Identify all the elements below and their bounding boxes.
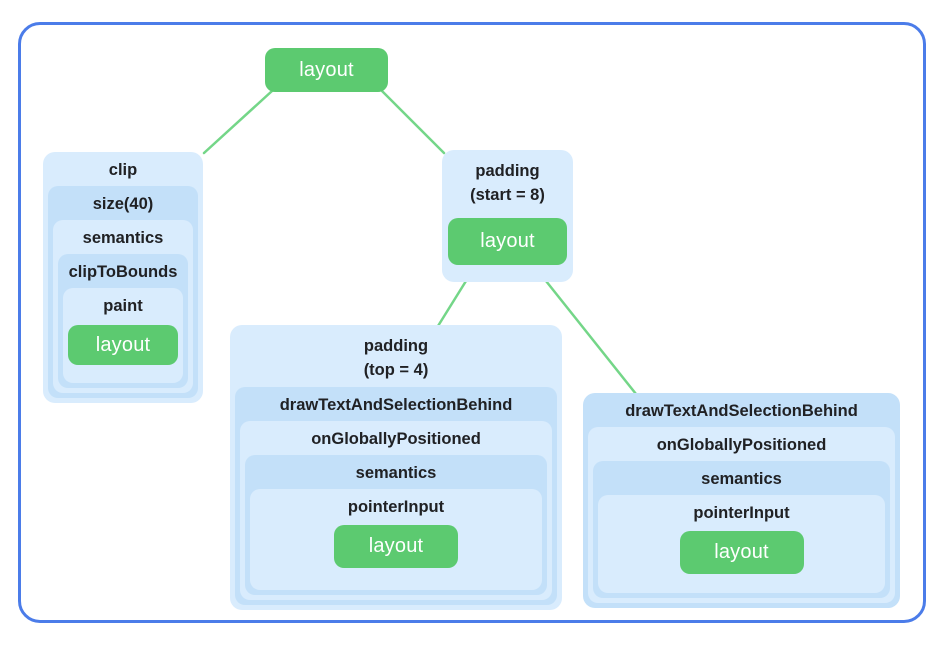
node-label-ongloballypositioned-right: onGloballyPositioned: [656, 436, 827, 454]
node-label-pointerinput-right: pointerInput: [693, 504, 790, 522]
node-label-semantics-right: semantics: [701, 470, 782, 488]
node-label-drawtext-right: drawTextAndSelectionBehind: [625, 402, 858, 420]
node-label-padding-top: padding (top = 4): [230, 325, 562, 387]
node-left-leaf-layout: layout: [334, 525, 458, 568]
node-label-paint: paint: [103, 297, 143, 315]
node-padding-leaf-layout: layout: [448, 218, 567, 265]
node-label-padding-top-line1: padding: [363, 337, 429, 355]
node-drawtext-left: drawTextAndSelectionBehind onGloballyPos…: [235, 387, 557, 605]
node-pointerinput-right: pointerInput layout: [598, 495, 885, 593]
node-label-clip: clip: [108, 161, 138, 179]
node-semantics-clip: semantics clipToBounds paint layout: [53, 220, 193, 393]
node-label-padding-start-line2: (start = 8): [470, 186, 545, 204]
node-label-drawtext-left: drawTextAndSelectionBehind: [279, 396, 513, 414]
node-ongloballypositioned-right: onGloballyPositioned semantics pointerIn…: [588, 427, 895, 603]
node-chain-clip: clip size(40) semantics clipToBounds pai…: [43, 152, 203, 403]
node-label-ongloballypositioned-left: onGloballyPositioned: [311, 430, 481, 448]
node-chain-padding-start: padding (start = 8) layout: [442, 150, 573, 282]
node-right-leaf-layout: layout: [679, 531, 804, 574]
node-chain-text-left: padding (top = 4) drawTextAndSelectionBe…: [230, 325, 562, 610]
node-chain-text-right: drawTextAndSelectionBehind onGloballyPos…: [583, 393, 900, 608]
node-cliptobounds: clipToBounds paint layout: [58, 254, 188, 388]
node-pointerinput-left: pointerInput layout: [250, 489, 542, 590]
node-ongloballypositioned-left: onGloballyPositioned semantics pointerIn…: [240, 421, 552, 600]
node-label-size40: size(40): [92, 195, 154, 213]
node-label-padding-top-line2: (top = 4): [363, 361, 429, 379]
node-label-cliptobounds: clipToBounds: [68, 263, 178, 281]
node-label-padding-start: padding (start = 8): [442, 150, 573, 212]
node-semantics-left: semantics pointerInput layout: [245, 455, 547, 595]
node-label-padding-start-line1: padding: [475, 162, 540, 180]
node-label-pointerinput-left: pointerInput: [347, 498, 445, 516]
node-clip-leaf-layout: layout: [68, 325, 178, 365]
node-label-semantics-left: semantics: [355, 464, 437, 482]
diagram-frame: [18, 22, 926, 623]
node-semantics-right: semantics pointerInput layout: [593, 461, 890, 598]
node-paint: paint layout: [63, 288, 183, 383]
node-label-semantics-clip: semantics: [82, 229, 164, 247]
node-size40: size(40) semantics clipToBounds paint la…: [48, 186, 198, 398]
node-root-layout: layout: [265, 48, 388, 92]
